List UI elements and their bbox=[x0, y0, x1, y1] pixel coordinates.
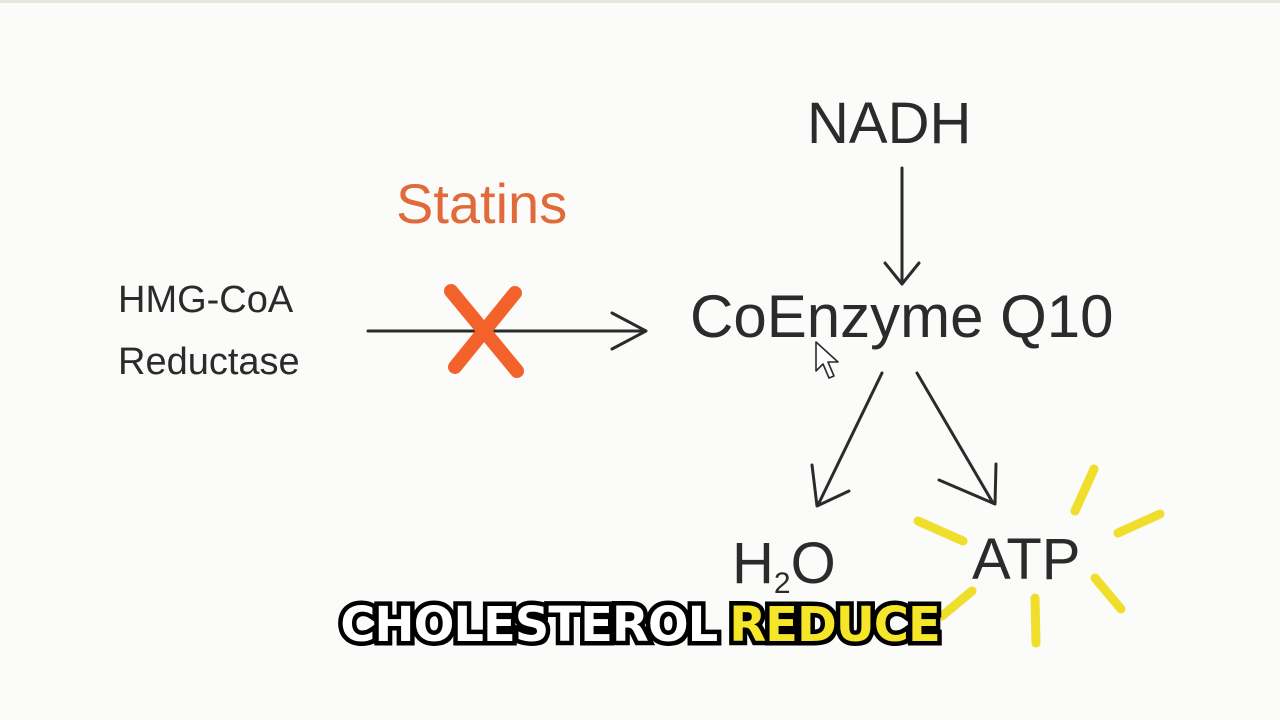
mouse-cursor-icon bbox=[815, 341, 839, 379]
label-atp: ATP bbox=[972, 527, 1081, 592]
block-x-icon bbox=[444, 284, 524, 378]
h2o-subscript: 2 bbox=[773, 567, 791, 600]
caption-word-highlighted: REDUCE bbox=[725, 597, 946, 654]
label-reductase: Reductase bbox=[118, 341, 300, 383]
glow-ray bbox=[1090, 573, 1126, 614]
label-coenzyme-q10: CoEnzyme Q10 bbox=[690, 283, 1114, 350]
h2o-tail: O bbox=[790, 531, 836, 596]
label-h2o: H2O bbox=[732, 535, 836, 599]
pathway-diagram bbox=[366, 166, 1165, 648]
arrow-hmg-to-coq10 bbox=[366, 311, 648, 351]
atp-glow-rays bbox=[913, 464, 1165, 648]
glow-ray bbox=[1070, 464, 1099, 516]
label-statins: Statins bbox=[396, 172, 568, 235]
label-nadh: NADH bbox=[807, 91, 972, 156]
glow-ray bbox=[937, 586, 977, 621]
caption-word: CHOLESTEROL bbox=[336, 597, 723, 654]
arrow-coq10-to-atp bbox=[915, 371, 998, 506]
arrow-coq10-to-h2o bbox=[810, 371, 884, 508]
glow-ray bbox=[913, 516, 968, 546]
h2o-main: H bbox=[732, 531, 774, 596]
glow-ray bbox=[1113, 509, 1165, 538]
label-hmg-coa: HMG-CoA bbox=[118, 279, 294, 321]
glow-ray bbox=[1030, 593, 1041, 648]
arrow-nadh-to-coq10 bbox=[883, 166, 921, 286]
